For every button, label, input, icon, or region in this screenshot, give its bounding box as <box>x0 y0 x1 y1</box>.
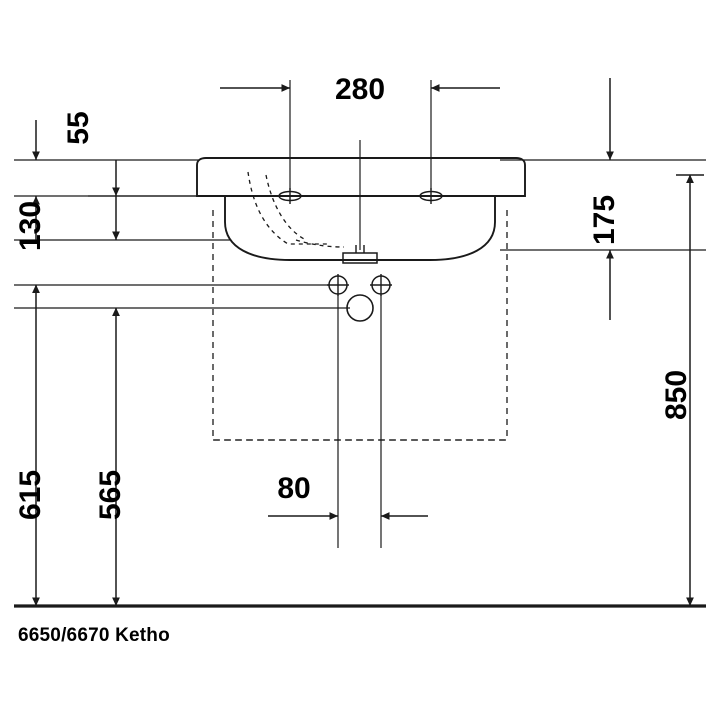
waste-connection <box>346 294 374 322</box>
dimension-label-80: 80 <box>277 472 310 505</box>
dimension-label-615: 615 <box>14 470 47 520</box>
extension-lines <box>14 80 706 548</box>
dimension-label-565: 565 <box>94 470 127 520</box>
dimension-label-55: 55 <box>62 111 95 144</box>
dimension-label-280: 280 <box>335 73 385 106</box>
water-connection-right <box>370 274 392 296</box>
dimension-label-175: 175 <box>588 195 621 245</box>
dimension-label-130: 130 <box>14 201 47 251</box>
dimension-label-850: 850 <box>660 370 693 420</box>
bowl-hidden-edges <box>247 171 345 248</box>
water-connection-left <box>327 274 349 296</box>
dimension-850 <box>676 174 704 606</box>
tap-hole-right <box>419 188 443 204</box>
dimension-130 <box>32 196 120 240</box>
dimension-labels: 55 130 615 565 175 850 280 80 <box>14 73 693 520</box>
washbasin-outline <box>196 157 526 264</box>
tap-hole-left <box>278 188 302 204</box>
drawing-caption: 6650/6670 Ketho <box>18 625 170 646</box>
dimension-55 <box>32 120 120 196</box>
hidden-outline-box <box>212 210 508 441</box>
